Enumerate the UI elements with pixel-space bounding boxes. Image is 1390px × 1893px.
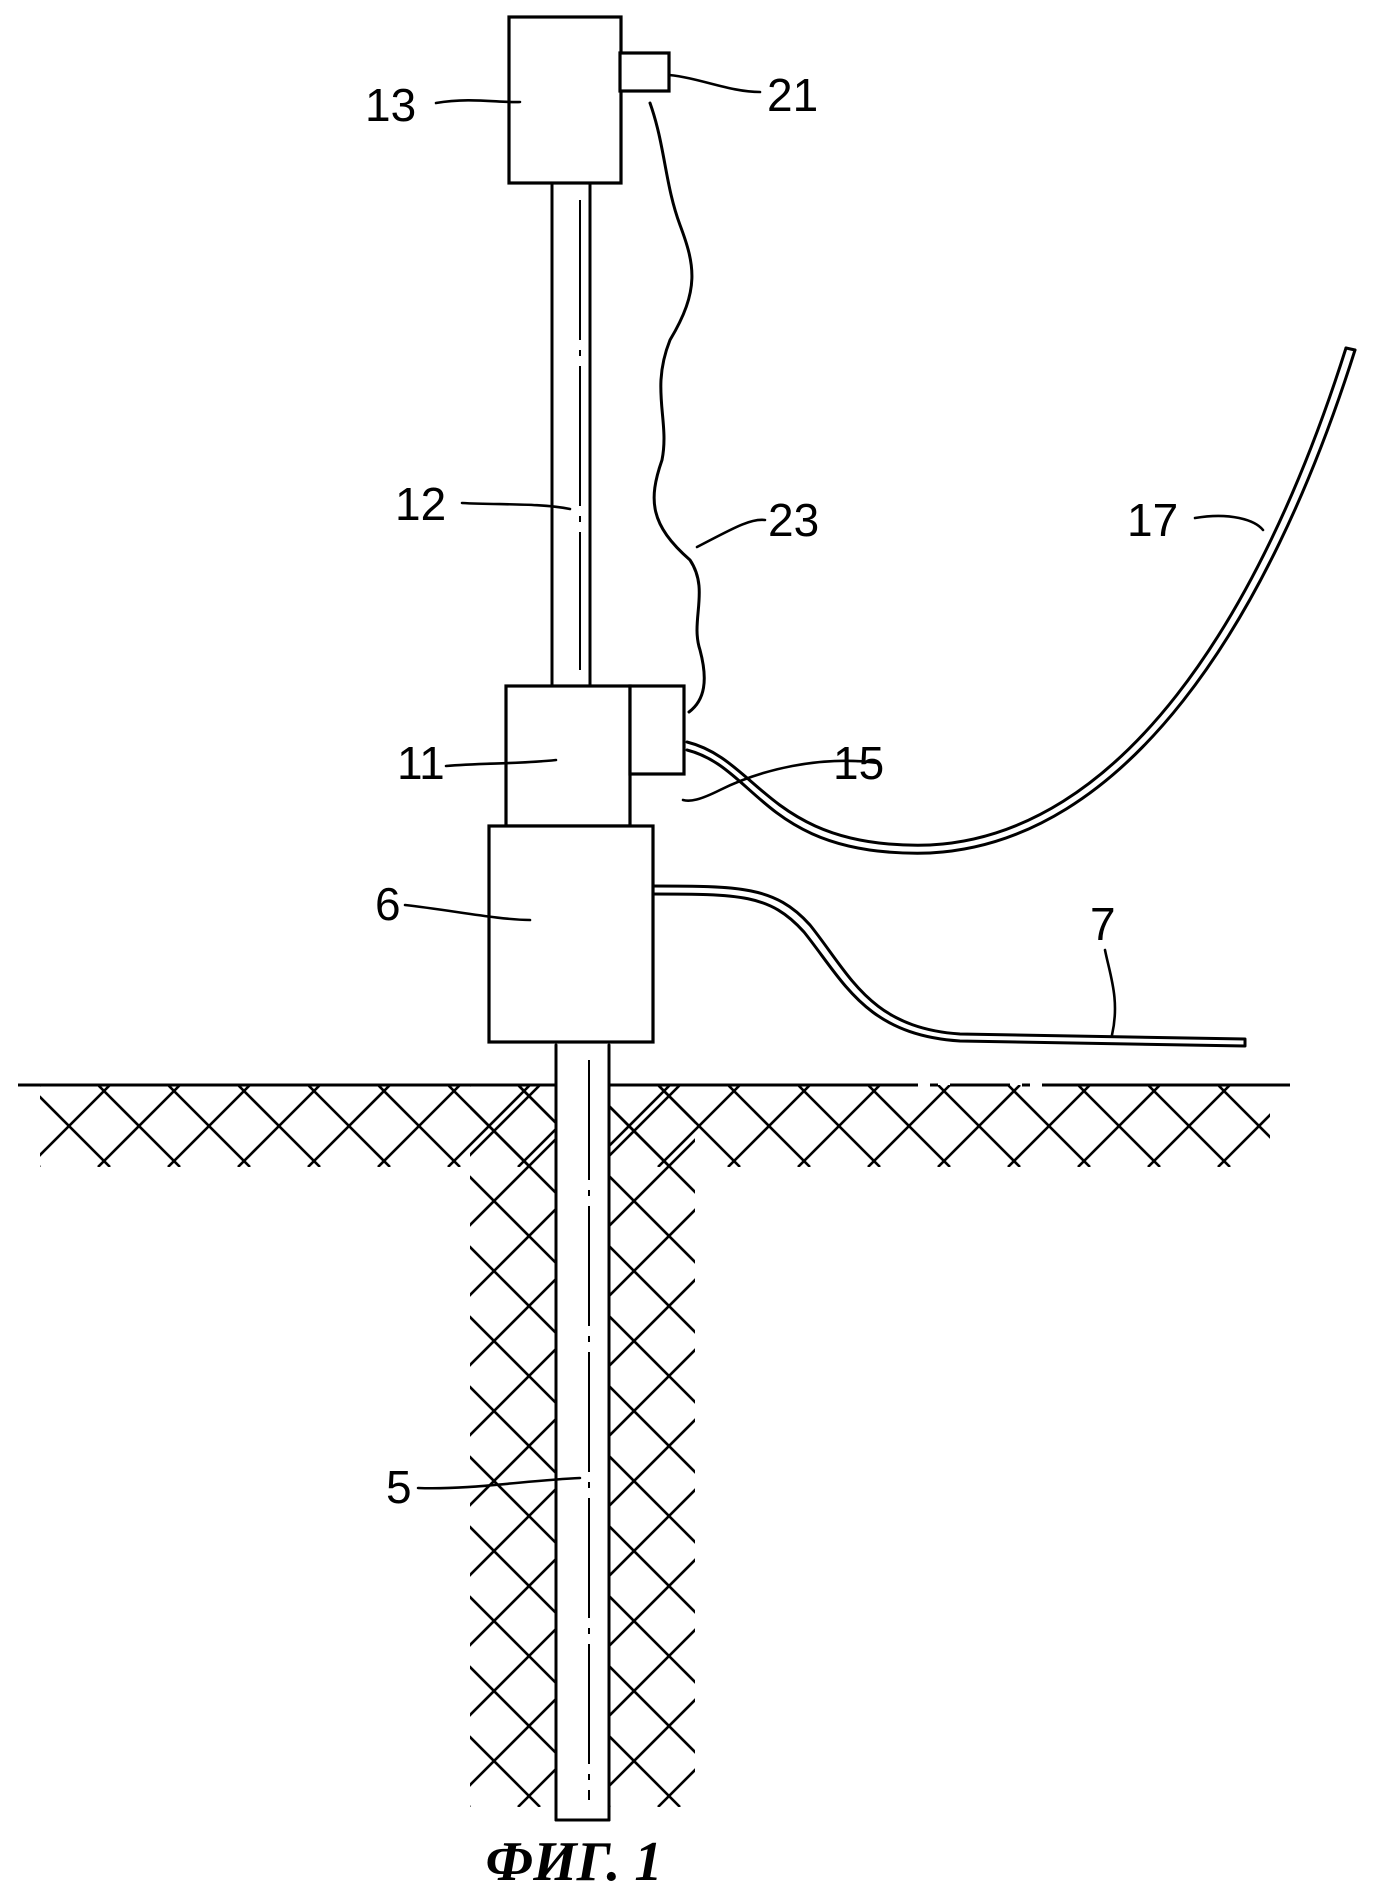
label-5: 5 (386, 1461, 412, 1513)
box-11 (504, 684, 632, 828)
box-6 (487, 824, 655, 1044)
label-15: 15 (833, 737, 884, 789)
box-13 (507, 15, 623, 185)
well-casing (554, 1043, 611, 1822)
box-15 (628, 684, 686, 776)
box-21 (618, 51, 671, 93)
label-7: 7 (1090, 898, 1116, 950)
label-17: 17 (1127, 494, 1178, 546)
cable-23 (648, 101, 706, 714)
ground-hatching-surface (40, 1085, 1270, 1167)
label-23: 23 (768, 494, 819, 546)
reference-labels: 13 21 12 23 17 11 15 6 7 5 (365, 69, 1178, 1513)
label-13: 13 (365, 79, 416, 131)
label-12: 12 (395, 478, 446, 530)
hose-7 (648, 884, 1247, 1048)
label-11: 11 (397, 737, 445, 789)
pipe-12 (550, 178, 592, 692)
figure-caption: ФИГ. 1 (486, 1831, 663, 1893)
hose-17 (685, 346, 1357, 855)
leader-lines (403, 73, 1265, 1490)
label-21: 21 (767, 69, 818, 121)
ground-hatching-column (470, 1085, 695, 1807)
label-6: 6 (375, 878, 401, 930)
